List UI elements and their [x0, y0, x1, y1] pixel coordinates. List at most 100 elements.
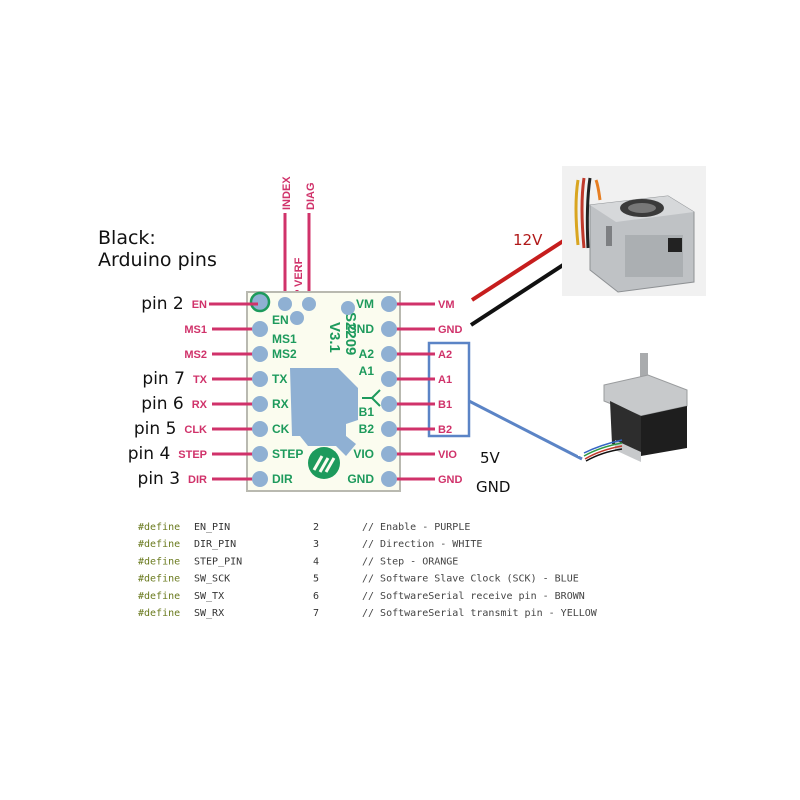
- motor-shaft: [640, 353, 648, 389]
- pin-external-label: RX: [192, 399, 208, 411]
- power-supply-image: [562, 166, 706, 296]
- code-keyword: #define: [138, 556, 180, 567]
- code-value: 3: [313, 539, 319, 550]
- pin-internal-label: DIR: [272, 472, 293, 486]
- pin-pad: [252, 346, 268, 362]
- motor-cable: [468, 399, 583, 461]
- psu-power-socket: [668, 238, 682, 252]
- code-name: SW_SCK: [194, 574, 230, 585]
- code-line: #define DIR_PIN 3 // Direction - WHITE: [138, 539, 482, 550]
- chip-name: S2209: [342, 312, 359, 355]
- pin-internal-label: A1: [359, 364, 375, 378]
- voltage-note: 5V: [480, 449, 501, 467]
- code-keyword: #define: [138, 522, 180, 533]
- pin-pad: [252, 371, 268, 387]
- pin-external-label: A1: [438, 374, 452, 386]
- left-pin-row: DIR DIR pin 3: [138, 469, 293, 489]
- pin-external-label: VIO: [438, 449, 457, 461]
- code-value: 5: [313, 574, 319, 585]
- arduino-pin-label: pin 6: [141, 394, 184, 414]
- pin-internal-label: B2: [359, 422, 375, 436]
- code-comment: // Enable - PURPLE: [362, 522, 470, 533]
- motor-wires: [583, 442, 623, 457]
- code-name: DIR_PIN: [194, 539, 236, 550]
- code-name: EN_PIN: [194, 522, 230, 533]
- voltage-label-12v: 12V: [513, 231, 543, 249]
- pin-external-label: MS1: [184, 324, 207, 336]
- code-value: 7: [313, 608, 319, 619]
- voltage-note: GND: [476, 478, 510, 496]
- pin-pad: [381, 446, 397, 462]
- code-line: #define SW_RX 7 // SoftwareSerial transmit …: [138, 608, 598, 619]
- code-comment: // SoftwareSerial receive pin - BROWN: [362, 591, 585, 602]
- pin-internal-label: GND: [347, 322, 374, 336]
- pin-external-label: DIR: [188, 474, 207, 486]
- pin-internal-label: B1: [359, 405, 375, 419]
- code-keyword: #define: [138, 608, 180, 619]
- code-value: 6: [313, 591, 319, 602]
- pin-pad: [381, 471, 397, 487]
- code-name: SW_RX: [194, 608, 224, 619]
- code-keyword: #define: [138, 539, 180, 550]
- code-comment: // Software Slave Clock (SCK) - BLUE: [362, 574, 579, 585]
- arduino-pin-label: pin 3: [138, 469, 181, 489]
- code-name: SW_TX: [194, 591, 224, 602]
- pin-external-label: CLK: [184, 424, 207, 436]
- arduino-pin-label: pin 5: [134, 419, 177, 439]
- pin-internal-label: MS2: [272, 347, 297, 361]
- top-pin-label-index: INDEX: [281, 176, 293, 210]
- pin-pad: [381, 396, 397, 412]
- chip-die-shape: [290, 368, 358, 456]
- motor-body-right: [641, 406, 687, 456]
- pin-external-label: B1: [438, 399, 452, 411]
- code-name: STEP_PIN: [194, 556, 242, 567]
- pin-external-label: GND: [438, 474, 463, 486]
- pin-internal-label: EN: [272, 313, 289, 327]
- pin-pad: [381, 296, 397, 312]
- pad-index: [278, 297, 292, 311]
- stepper-motor-image: [578, 353, 702, 462]
- pin-internal-label: STEP: [272, 447, 303, 461]
- code-value: 2: [313, 522, 319, 533]
- pad-diag: [302, 297, 316, 311]
- code-line: #define SW_TX 6 // SoftwareSerial receive p…: [138, 591, 585, 602]
- code-value: 4: [313, 556, 319, 567]
- code-comment: // Direction - WHITE: [362, 539, 482, 550]
- pin-internal-label: TX: [272, 372, 287, 386]
- pin-internal-label: VIO: [353, 447, 374, 461]
- arduino-pin-label: pin 7: [142, 369, 185, 389]
- pad-verf: [290, 311, 304, 325]
- heading-line1: Black:: [98, 227, 156, 249]
- pin-pad: [381, 321, 397, 337]
- motor-coil-group-box: [427, 341, 471, 438]
- psu-cables: [574, 179, 580, 246]
- pin-external-label: B2: [438, 424, 452, 436]
- pin-internal-label: MS1: [272, 332, 297, 346]
- top-pin-label-verf: VERF: [293, 257, 305, 287]
- pin-external-label: VM: [438, 299, 455, 311]
- code-keyword: #define: [138, 591, 180, 602]
- pin-pad: [252, 446, 268, 462]
- wire-12v: [470, 234, 573, 302]
- code-comment: // SoftwareSerial transmit pin - YELLOW: [362, 608, 598, 619]
- right-pin-row: VIO VIO 5V: [353, 446, 501, 467]
- right-pin-row: B2 B2: [359, 421, 452, 437]
- pin-external-label: EN: [192, 299, 207, 311]
